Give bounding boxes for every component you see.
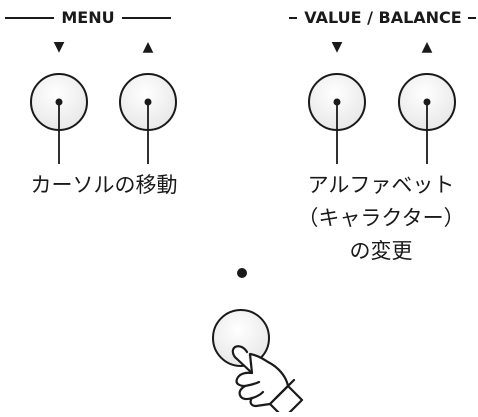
value-up-button[interactable] xyxy=(398,73,456,164)
menu-down-arrow-icon: ▼ xyxy=(54,39,65,55)
value-caption-line-2: （キャラクター） xyxy=(297,206,464,230)
value-caption-line-3: の変更 xyxy=(350,239,413,263)
menu-group: MENU ▼ ▲ カーソルの移動 xyxy=(5,8,178,197)
value-caption-line-1: アルファベット xyxy=(308,173,455,197)
menu-caption: カーソルの移動 xyxy=(31,173,178,197)
value-up-arrow-icon: ▲ xyxy=(422,39,433,55)
value-down-arrow-icon: ▼ xyxy=(332,39,343,55)
led-indicator-icon xyxy=(237,268,247,278)
action-button[interactable] xyxy=(212,309,270,367)
menu-down-button[interactable] xyxy=(30,73,88,164)
menu-up-arrow-icon: ▲ xyxy=(143,39,154,55)
value-balance-group: VALUE / BALANCE ▼ ▲ アルファベット （キャラクター） の変更 xyxy=(289,8,476,263)
value-down-button[interactable] xyxy=(308,73,366,164)
menu-up-button[interactable] xyxy=(119,73,177,164)
value-balance-label: VALUE / BALANCE xyxy=(304,8,461,27)
menu-label: MENU xyxy=(61,8,114,27)
pointing-hand-icon xyxy=(231,345,304,417)
action-button-group xyxy=(212,268,304,417)
